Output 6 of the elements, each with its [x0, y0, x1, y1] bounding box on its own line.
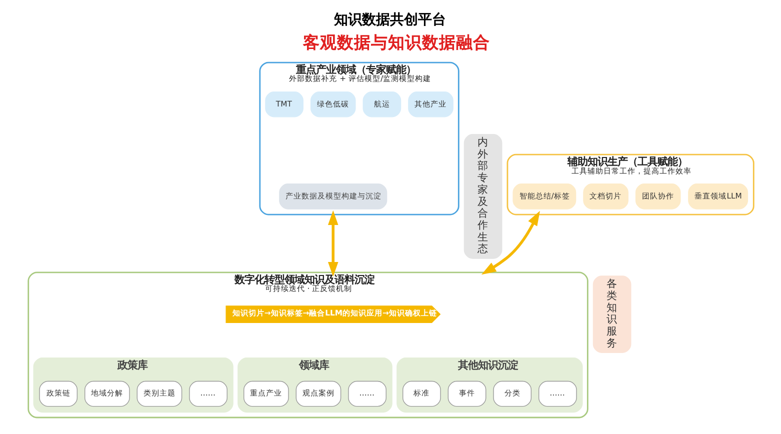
node-box: 各类知识服务 — [592, 276, 631, 353]
node-box: 内外部专家及合作生态 — [463, 134, 502, 259]
arrow — [327, 210, 338, 277]
arrow — [480, 210, 540, 275]
diagram-title: 知识数据共创平台 — [334, 12, 446, 28]
label: 客观数据与知识数据融合 — [302, 32, 490, 52]
